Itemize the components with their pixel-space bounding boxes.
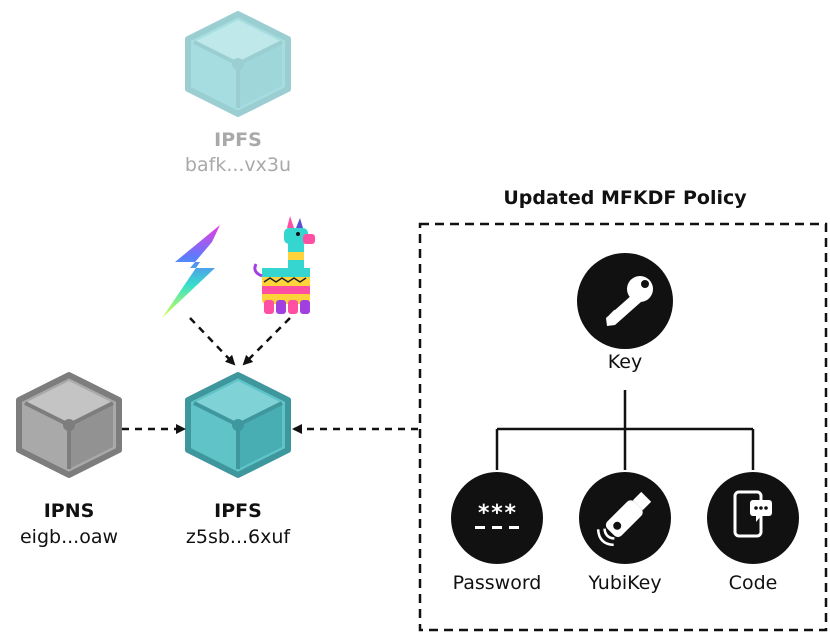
ipns-cube-icon <box>16 372 122 478</box>
key-node <box>577 253 673 349</box>
lightning-bolt-icon <box>162 225 220 318</box>
policy-title: Updated MFKDF Policy <box>503 187 747 209</box>
password-node: *** <box>451 472 543 564</box>
new-ipfs-title: IPFS <box>214 500 262 522</box>
policy-tree-lines <box>495 390 755 470</box>
old-ipfs-cube-icon <box>185 11 291 117</box>
lightning-to-ipfs-arrow <box>189 317 236 366</box>
pinata-to-ipfs-arrow <box>242 317 291 366</box>
old-ipfs-title: IPFS <box>214 129 262 151</box>
new-ipfs-cube-icon <box>185 372 291 478</box>
key-label: Key <box>607 351 643 373</box>
new-ipfs-cid: z5sb...6xuf <box>185 526 291 548</box>
ipns-title: IPNS <box>43 500 95 522</box>
phone-chat-icon <box>733 490 772 538</box>
key-icon <box>606 276 653 326</box>
code-label: Code <box>728 572 778 594</box>
code-node <box>707 472 799 564</box>
yubikey-node <box>579 472 671 564</box>
svg-text:***: *** <box>477 501 517 526</box>
llama-pinata-icon <box>253 216 315 314</box>
password-label: Password <box>452 572 542 594</box>
policy-box <box>418 222 828 632</box>
old-ipfs-cid: bafk...vx3u <box>184 154 292 176</box>
yubikey-label: YubiKey <box>588 572 662 594</box>
usb-key-icon <box>596 491 652 547</box>
ipns-cid: eigb...oaw <box>19 526 118 548</box>
password-dots-icon: *** <box>475 501 519 529</box>
